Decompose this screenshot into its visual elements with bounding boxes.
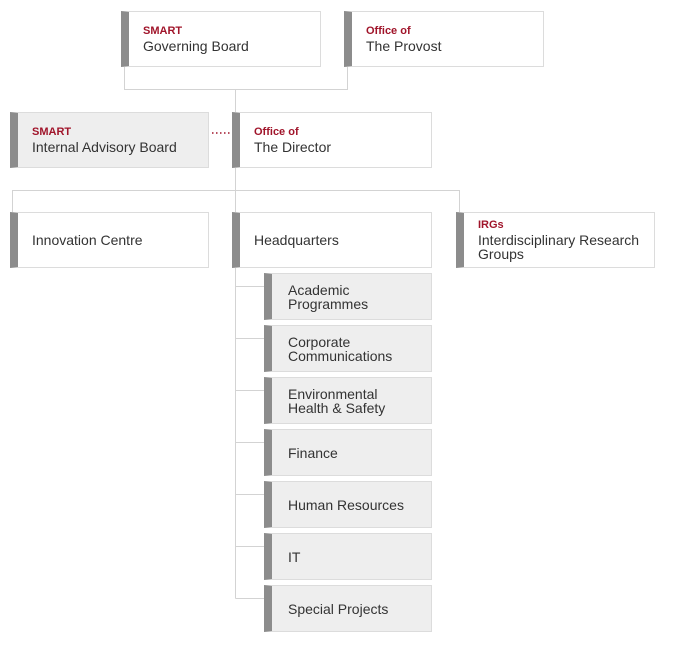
dept-it-label: IT — [288, 548, 301, 565]
dept-environmental-health-safety[interactable]: Environmental Health & Safety — [264, 377, 432, 424]
irgs-box[interactable]: IRGs Interdisciplinary Research Groups — [456, 212, 655, 268]
dept-finance[interactable]: Finance — [264, 429, 432, 476]
top-connector — [124, 67, 348, 90]
provost-box[interactable]: Office of The Provost — [344, 11, 544, 67]
provost-kicker: Office of — [366, 24, 411, 37]
dept-academic-line2: Programmes — [288, 295, 369, 312]
dept-corporate-line2: Communications — [288, 347, 393, 364]
innovation-centre-box[interactable]: Innovation Centre — [10, 212, 209, 268]
dept-academic-programmes[interactable]: Academic Programmes — [264, 273, 432, 320]
dept-academic-line1: Academic — [288, 281, 350, 298]
advisory-board-kicker: SMART — [32, 125, 72, 138]
irgs-kicker: IRGs — [478, 218, 504, 231]
provost-title: The Provost — [366, 37, 442, 54]
headquarters-box[interactable]: Headquarters — [232, 212, 432, 268]
dept-it[interactable]: IT — [264, 533, 432, 580]
headquarters-title: Headquarters — [254, 232, 339, 248]
director-title: The Director — [254, 138, 332, 155]
innovation-centre-title: Innovation Centre — [32, 232, 143, 248]
dept-corporate-communications[interactable]: Corporate Communications — [264, 325, 432, 372]
governing-board-kicker: SMART — [143, 24, 183, 37]
dept-ehs-line2: Health & Safety — [288, 399, 386, 416]
governing-board-box[interactable]: SMART Governing Board — [121, 11, 321, 67]
dept-special-label: Special Projects — [288, 600, 389, 617]
dept-human-resources[interactable]: Human Resources — [264, 481, 432, 528]
director-box[interactable]: Office of The Director — [232, 112, 432, 168]
dept-ehs-line1: Environmental — [288, 385, 378, 402]
dept-special-projects[interactable]: Special Projects — [264, 585, 432, 632]
irgs-title: Interdisciplinary Research Groups — [478, 231, 640, 262]
advisory-board-title: Internal Advisory Board — [32, 138, 177, 155]
dept-corporate-line1: Corporate — [288, 333, 351, 350]
director-kicker: Office of — [254, 125, 299, 138]
governing-board-title: Governing Board — [143, 37, 249, 54]
advisory-board-box[interactable]: SMART Internal Advisory Board — [10, 112, 209, 168]
dept-hr-label: Human Resources — [288, 496, 404, 513]
dept-finance-label: Finance — [288, 444, 338, 461]
